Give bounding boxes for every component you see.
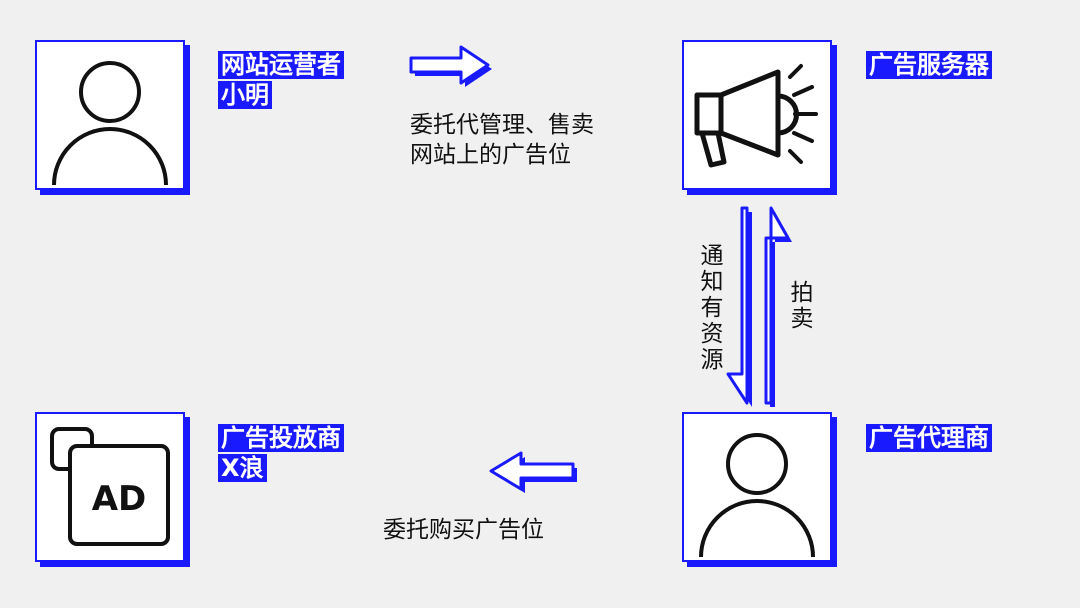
agency-name: 广告代理商 [866,424,992,452]
operator-card [35,40,185,190]
ad-server-name: 广告服务器 [866,51,992,79]
person-icon [699,433,815,558]
agency-label: 广告代理商 [866,424,992,452]
vertical-arrows-icon [726,206,792,407]
edge-label-agency-server: 拍卖 [790,280,814,332]
edge-label-line2: 网站上的广告位 [410,142,571,168]
arrow-left-icon [489,451,577,493]
operator-name: 网站运营者 [218,51,344,79]
ad-icon: AD [50,427,170,546]
edge-label-server-agency: 通知有资源 [700,243,724,373]
advertiser-card: AD [35,412,185,562]
operator-label: 网站运营者 小明 [218,51,344,109]
edge-label-agency-advertiser: 委托购买广告位 [383,517,544,543]
operator-subname: 小明 [218,81,272,109]
advertiser-name: 广告投放商 [218,424,344,452]
arrow-right-icon [409,45,492,87]
megaphone-icon [694,64,818,168]
ad-server-card [682,40,832,190]
ad-server-label: 广告服务器 [866,51,992,79]
person-icon [52,61,168,186]
advertiser-label: 广告投放商 X浪 [218,424,344,482]
advertiser-subname: X浪 [218,454,267,482]
ad-icon-text: AD [92,479,147,519]
edge-label-operator-server: 委托代管理、售卖 网站上的广告位 [410,110,594,170]
edge-label-line1: 委托代管理、售卖 [410,112,594,138]
agency-card [682,412,832,562]
